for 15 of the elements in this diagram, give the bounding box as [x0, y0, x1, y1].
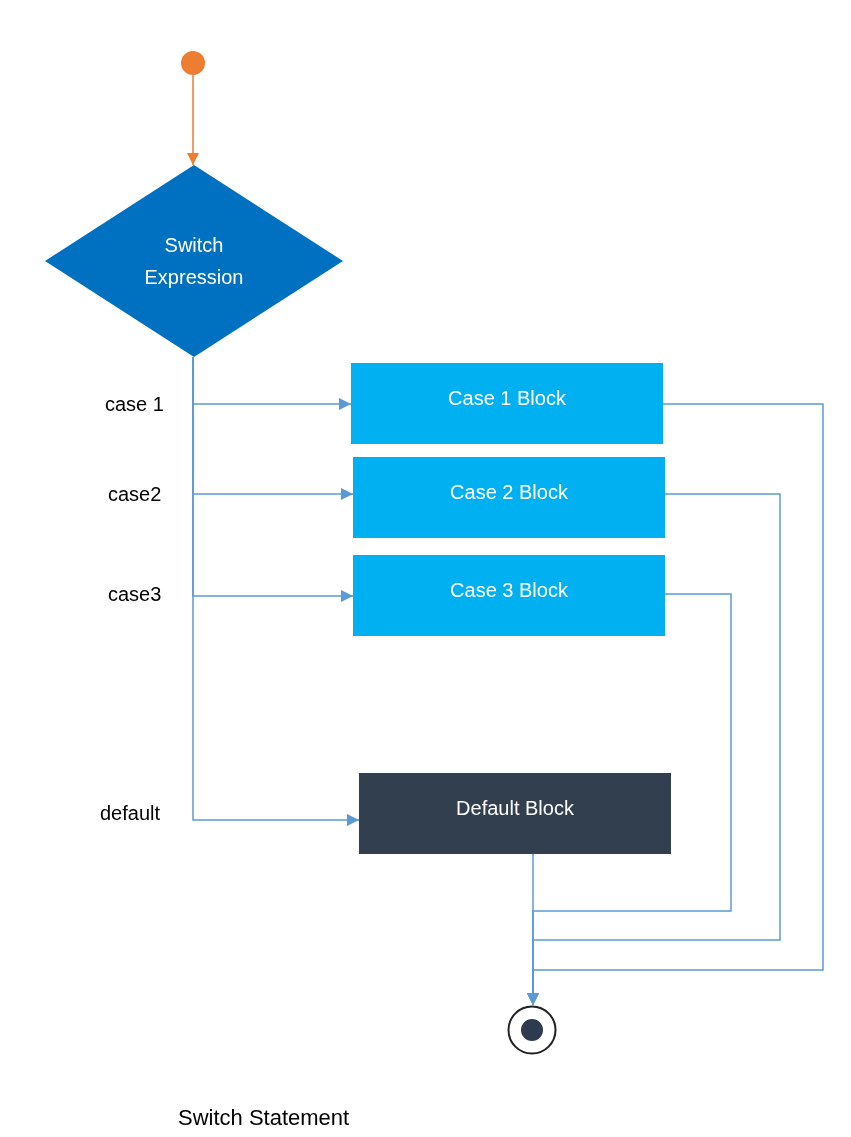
end-circle: [507, 1005, 557, 1055]
arrow: [187, 74, 199, 166]
arrow: [527, 853, 539, 1006]
node-label: Case 2 Block: [450, 480, 568, 505]
process-box: [351, 363, 663, 444]
decision-diamond: [45, 165, 343, 357]
node-label: Default Block: [456, 796, 574, 821]
node-label: Case 1 Block: [448, 386, 566, 411]
caption: Switch Statement: [178, 1104, 350, 1132]
start-circle: [181, 51, 205, 75]
process-box: [359, 773, 671, 854]
node-label: Case 3 Block: [450, 578, 568, 603]
process-box: [353, 555, 665, 636]
node-label: Switch Expression: [143, 233, 245, 290]
process-box: [353, 457, 665, 538]
